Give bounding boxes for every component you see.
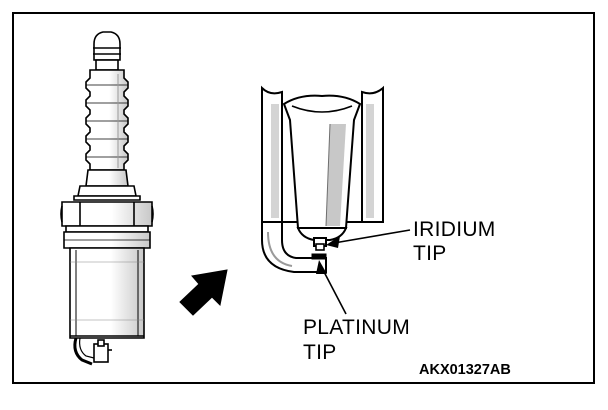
platinum-tip-label-line2: TIP [303,341,337,364]
spark-plug-insulator-shoulder [85,169,129,187]
platinum-tip [311,253,327,260]
spark-plug-hex-nut [60,201,154,227]
pointer-arrow-icon [179,269,228,316]
spark-plug-terminal [93,31,121,71]
iridium-tip [315,243,325,251]
iridium-callout [326,229,411,248]
iridium-tip-label-line1: IRIDIUM [413,218,496,241]
spark-plug-tip [73,337,112,366]
figure-code: AKX01327AB [419,362,511,378]
tip-cross-section [261,85,384,273]
platinum-tip-label-line1: PLATINUM [303,316,410,339]
spark-plug-thread-body [69,247,145,339]
spark-plug-insulator-ribs [85,69,129,171]
spark-plug [60,31,154,366]
iridium-tip-label-line2: TIP [413,242,447,265]
insulator-nose [296,227,348,241]
platinum-callout [316,260,347,315]
spark-plug-shell-crimp [73,185,141,201]
spark-plug-gasket [63,225,151,249]
